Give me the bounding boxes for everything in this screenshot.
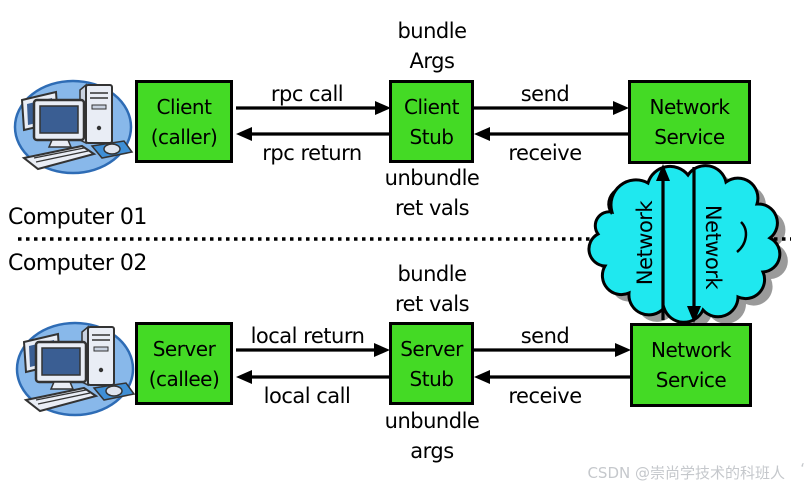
unbundle-args-label: unbundle args — [384, 409, 480, 463]
server-box-line1: Server — [152, 336, 216, 361]
server-stub-line2: Stub — [409, 366, 454, 391]
client-box-line2: (caller) — [150, 124, 218, 149]
network-cloud — [587, 164, 782, 324]
network-up-arrow — [656, 164, 670, 320]
client-stub-line1: Client — [404, 94, 459, 119]
network-service-bottom-line1: Network — [650, 338, 732, 362]
server-stub-line1: Server — [400, 336, 463, 361]
network-down-arrow — [687, 167, 701, 323]
computer-01-label: Computer 01 — [8, 205, 147, 230]
computer-02-label: Computer 02 — [8, 251, 147, 276]
cloud-detail-curl-right — [736, 221, 748, 253]
network-label-left: Network — [633, 200, 657, 286]
local-return-arrow — [236, 343, 390, 357]
unbundle-retvals-label: unbundle ret vals — [384, 166, 480, 220]
send-top-arrow — [474, 101, 629, 115]
send-bottom-label: send — [520, 324, 570, 348]
cloud-detail-curl-left — [607, 189, 617, 215]
client-stub-line2: Stub — [409, 124, 454, 149]
network-label-right: Network — [701, 204, 725, 290]
computer-icon — [15, 321, 136, 417]
server-box: Server (callee) — [135, 322, 233, 405]
server-box-line2: (callee) — [148, 366, 220, 391]
receive-top-label: receive — [508, 141, 582, 165]
network-service-bottom-box: Network Service — [630, 323, 752, 407]
receive-top-arrow — [474, 127, 628, 141]
watermark-mark: ‘ — [800, 460, 805, 478]
client-stub-box: Client Stub — [389, 80, 474, 163]
watermark: CSDN @崇尚学技术的科班人 — [587, 464, 785, 482]
local-call-label: local call — [263, 384, 351, 408]
bundle-retvals-label: bundle ret vals — [394, 262, 470, 316]
local-return-label: local return — [250, 324, 365, 348]
rpc-call-arrow — [236, 101, 391, 115]
network-service-bottom-line2: Service — [655, 368, 727, 392]
send-bottom-arrow — [474, 343, 631, 357]
network-service-top-line2: Service — [654, 125, 725, 149]
network-service-top-box: Network Service — [628, 80, 751, 164]
server-stub-box: Server Stub — [389, 322, 474, 405]
client-box-line1: Client — [156, 94, 212, 119]
network-service-top-line1: Network — [649, 95, 730, 119]
client-box: Client (caller) — [135, 80, 233, 163]
send-top-label: send — [520, 82, 570, 106]
bundle-args-label: bundle Args — [397, 19, 467, 73]
rpc-call-label: rpc call — [270, 82, 344, 106]
receive-bottom-label: receive — [508, 384, 582, 408]
rpc-return-label: rpc return — [262, 141, 362, 165]
computer-icon — [13, 79, 134, 175]
receive-bottom-arrow — [474, 370, 630, 384]
